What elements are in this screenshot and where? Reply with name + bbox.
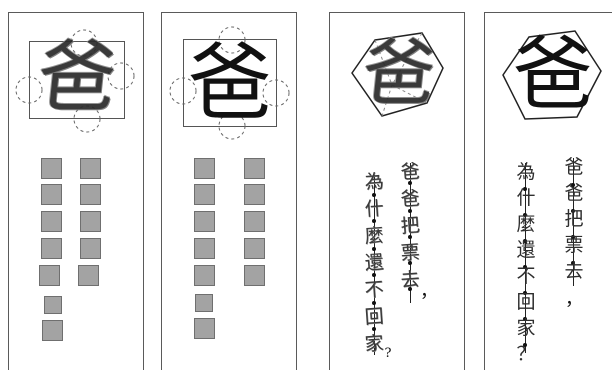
glyph: 去 bbox=[564, 262, 583, 288]
box-c2-5 bbox=[78, 265, 99, 286]
printed-character: 爸 bbox=[507, 35, 599, 115]
panel-4: 爸 爸 爸 把 票 去 ， 為 什 麼 還 不 回 家 ？ bbox=[484, 12, 612, 370]
box-c1-5 bbox=[194, 265, 215, 286]
box-c1-3 bbox=[41, 211, 62, 232]
box-c2-4 bbox=[244, 238, 265, 259]
box-c1-1 bbox=[41, 158, 62, 179]
glyph: 爸 bbox=[564, 158, 583, 184]
box-c2-5 bbox=[244, 265, 265, 286]
box-c1-7 bbox=[194, 318, 215, 339]
handwritten-character: 爸 bbox=[352, 37, 446, 109]
box-c2-2 bbox=[80, 184, 101, 205]
box-c2-1 bbox=[80, 158, 101, 179]
glyph: ？ bbox=[516, 345, 535, 370]
box-c1-3 bbox=[194, 211, 215, 232]
box-c1-4 bbox=[194, 238, 215, 259]
box-c1-5 bbox=[39, 265, 60, 286]
glyph: 回 bbox=[516, 293, 535, 319]
box-c2-1 bbox=[244, 158, 265, 179]
text-column-left: 為 什 麼 還 不 回 家 bbox=[362, 173, 388, 362]
glyph: 把 bbox=[564, 210, 583, 236]
box-c1-4 bbox=[41, 238, 62, 259]
panel-3: 爸 爸 爸 把 票 去 ， 為 什 麼 還 不 回 家 ? bbox=[329, 12, 465, 370]
glyph: 爸 bbox=[564, 184, 583, 210]
box-c1-1 bbox=[194, 158, 215, 179]
punctuation-comma: ， bbox=[420, 283, 434, 301]
glyph: 什 bbox=[516, 189, 535, 215]
box-c2-4 bbox=[80, 238, 101, 259]
box-c2-3 bbox=[80, 211, 101, 232]
glyph: 去 bbox=[401, 270, 422, 298]
box-c2-3 bbox=[244, 211, 265, 232]
text-column-left: 為 什 麼 還 不 回 家 ？ bbox=[513, 163, 539, 370]
box-c2-2 bbox=[244, 184, 265, 205]
panel-1: 爸 bbox=[8, 12, 144, 370]
glyph: 為 bbox=[516, 163, 535, 189]
box-c1-7 bbox=[42, 320, 63, 341]
punctuation-question: ? bbox=[381, 347, 395, 360]
glyph: 麼 bbox=[516, 215, 535, 241]
panel-2: 爸 bbox=[161, 12, 297, 370]
box-c1-6 bbox=[195, 294, 213, 312]
glyph: 家 bbox=[516, 319, 535, 345]
glyph: 還 bbox=[516, 241, 535, 267]
glyph: 票 bbox=[564, 236, 583, 262]
text-column-right: 爸 爸 把 票 去 bbox=[398, 163, 424, 298]
punctuation-comma: ， bbox=[565, 291, 579, 309]
glyph: 不 bbox=[516, 267, 535, 293]
box-c1-2 bbox=[194, 184, 215, 205]
text-column-right: 爸 爸 把 票 去 bbox=[561, 158, 587, 288]
box-c1-2 bbox=[41, 184, 62, 205]
printed-character: 爸 bbox=[183, 41, 277, 125]
handwritten-character: 爸 bbox=[27, 39, 127, 117]
box-c1-6 bbox=[44, 296, 62, 314]
